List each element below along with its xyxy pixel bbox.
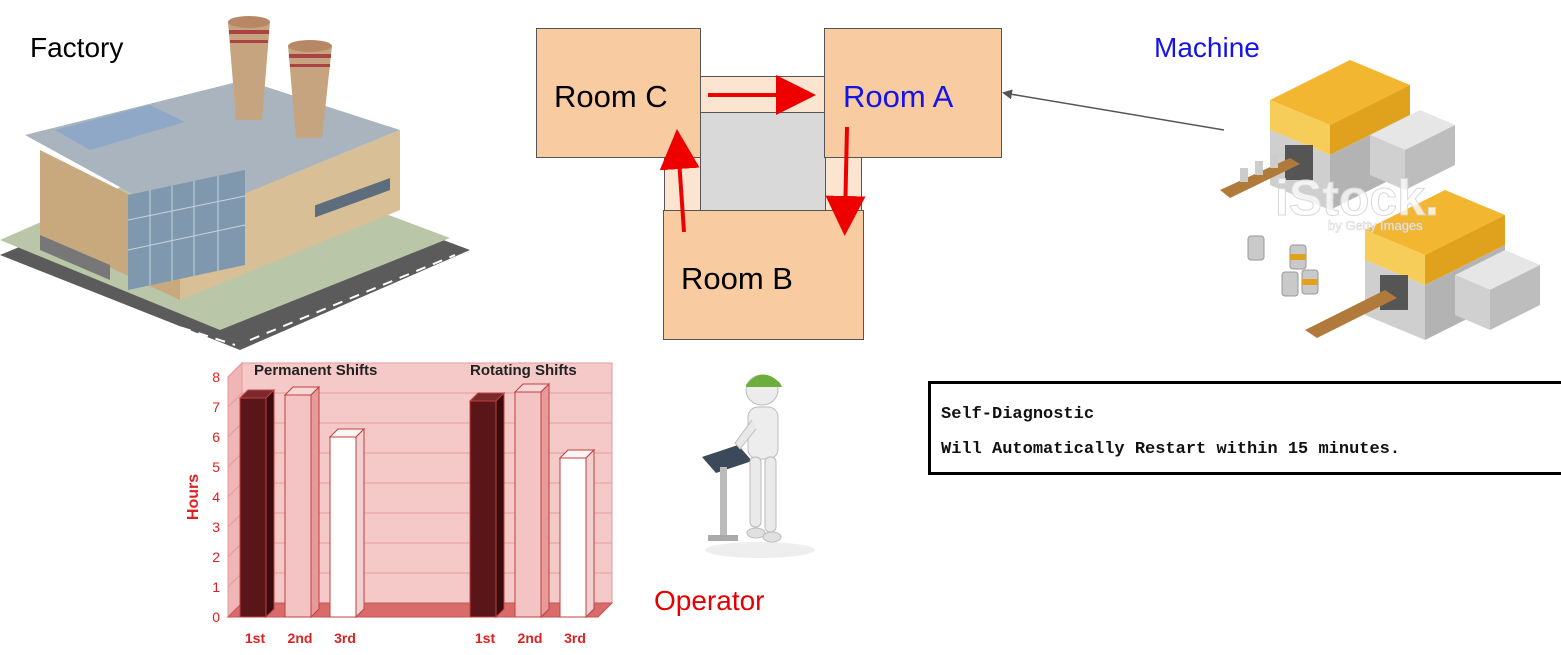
operator-label: Operator xyxy=(654,585,765,616)
arrow-b-to-c xyxy=(659,129,700,233)
watermark-sub: by Getty Images xyxy=(1328,218,1423,233)
room-b-label: Room B xyxy=(681,261,793,296)
y-tick-label: 2 xyxy=(212,549,220,565)
watermark-brand: iStock. xyxy=(1275,170,1439,226)
y-tick-label: 0 xyxy=(212,609,220,625)
x-tick-label: 2nd xyxy=(518,630,543,646)
room-c: Room C xyxy=(536,28,701,158)
bar-side xyxy=(310,385,320,619)
bar xyxy=(329,436,357,618)
y-tick-label: 1 xyxy=(212,579,220,595)
x-tick-label: 2nd xyxy=(288,630,313,646)
y-tick-label: 3 xyxy=(212,519,220,535)
x-tick-label: 1st xyxy=(245,630,266,646)
machine-label: Machine xyxy=(1154,32,1260,63)
operator-image xyxy=(702,374,815,558)
diagnostic-detail: Will Automatically Restart within 15 min… xyxy=(941,440,1401,459)
chart-gridline xyxy=(227,362,243,378)
bar xyxy=(559,457,587,618)
y-axis-label: Hours xyxy=(185,474,202,520)
room-a-label: Room A xyxy=(843,79,954,114)
group-title: Permanent Shifts xyxy=(254,362,377,379)
room-a: Room A xyxy=(824,28,1002,158)
bar-side xyxy=(355,427,365,619)
y-tick-label: 6 xyxy=(212,429,220,445)
room-c-label: Room C xyxy=(554,79,668,114)
y-tick-label: 8 xyxy=(212,369,220,385)
x-tick-label: 3rd xyxy=(334,630,356,646)
y-tick-label: 4 xyxy=(212,489,220,505)
group-title: Rotating Shifts xyxy=(470,362,577,379)
self-diagnostic-message: Self-Diagnostic Will Automatically Resta… xyxy=(928,381,1561,475)
bar-side xyxy=(585,448,595,619)
bar-side xyxy=(540,382,550,619)
bar xyxy=(469,400,497,618)
bar-side xyxy=(495,391,505,619)
bar xyxy=(284,394,312,618)
factory-image xyxy=(0,16,470,350)
x-tick-label: 3rd xyxy=(564,630,586,646)
diagnostic-title: Self-Diagnostic xyxy=(941,405,1095,424)
bar xyxy=(239,397,267,618)
chart-gridline xyxy=(227,392,243,408)
bar xyxy=(514,391,542,618)
arrow-machine-to-room-a xyxy=(1002,89,1225,131)
y-tick-label: 5 xyxy=(212,459,220,475)
arrow-a-to-b xyxy=(825,126,866,236)
factory-label: Factory xyxy=(30,32,124,63)
room-b: Room B xyxy=(663,210,864,340)
machine-image: iStock. by Getty Images xyxy=(1220,60,1540,340)
x-tick-label: 1st xyxy=(475,630,496,646)
y-tick-label: 7 xyxy=(212,399,220,415)
bar-side xyxy=(265,388,275,619)
